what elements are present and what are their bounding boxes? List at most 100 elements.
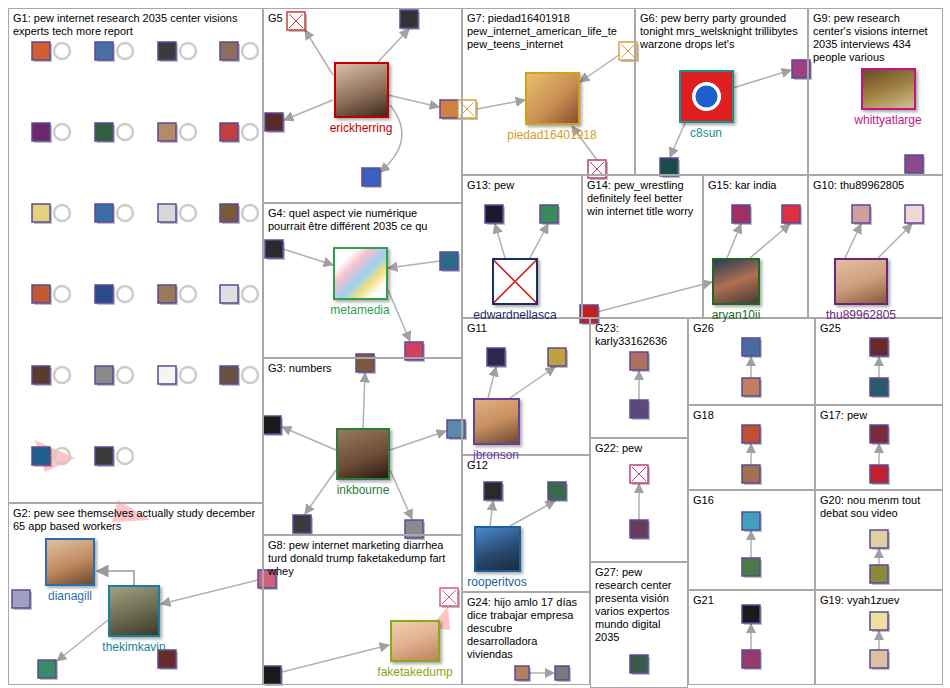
self-loop bbox=[242, 205, 258, 221]
tie-line bbox=[750, 444, 752, 465]
avatar-icon bbox=[32, 42, 50, 60]
avatar-icon bbox=[630, 352, 648, 370]
vertex-node: whittyatlarge bbox=[852, 68, 924, 128]
vertex-image bbox=[679, 70, 734, 123]
group-box: G25 bbox=[815, 318, 943, 405]
avatar-icon bbox=[158, 366, 176, 384]
self-loop bbox=[54, 367, 70, 383]
vertex-node: inkbourne bbox=[334, 428, 392, 498]
avatar-icon bbox=[32, 447, 50, 465]
vertex-node: jbronson bbox=[471, 398, 522, 463]
vertex-image bbox=[108, 585, 160, 637]
avatar-icon bbox=[484, 482, 502, 500]
avatar-icon bbox=[742, 378, 760, 396]
group-box: G7: piedad16401918 pew_internet_american… bbox=[462, 8, 635, 175]
group-box: G27: pew research center presenta visión… bbox=[590, 562, 688, 688]
group-heading: G6: pew berry party grounded tonight mrs… bbox=[640, 12, 803, 51]
group-box: G17: pew bbox=[815, 405, 943, 490]
tie-line bbox=[878, 224, 912, 258]
avatar-icon bbox=[95, 285, 113, 303]
avatar-icon bbox=[400, 10, 418, 28]
tie-line bbox=[597, 282, 712, 312]
avatar-icon bbox=[515, 666, 529, 680]
self-loop bbox=[242, 43, 258, 59]
vertex-label: c8sun bbox=[690, 126, 722, 140]
avatar-icon bbox=[870, 338, 888, 356]
avatar-icon bbox=[540, 205, 558, 223]
group-heading: G25 bbox=[820, 322, 938, 335]
group-heading: G2: pew see themselves actually study de… bbox=[13, 507, 258, 533]
tie-line bbox=[638, 484, 640, 520]
connector bbox=[97, 571, 134, 585]
avatar-icon bbox=[742, 425, 760, 443]
tie-line bbox=[283, 249, 333, 265]
group-heading: G22: pew bbox=[595, 442, 683, 455]
vertex-image bbox=[390, 620, 440, 662]
vertex-node: metamedia bbox=[328, 247, 392, 318]
self-loop bbox=[242, 286, 258, 302]
vertex-node: piedad16401918 bbox=[505, 72, 599, 143]
avatar-icon bbox=[158, 285, 176, 303]
self-loop bbox=[54, 124, 70, 140]
avatar-icon bbox=[870, 612, 888, 630]
avatar-icon bbox=[12, 590, 30, 608]
avatar-icon bbox=[220, 42, 238, 60]
group-box: G26 bbox=[688, 318, 815, 405]
vertex-image bbox=[492, 258, 538, 305]
vertex-label: dianagill bbox=[48, 589, 92, 603]
vertex-label: aryan10ii bbox=[712, 308, 761, 322]
tie-line bbox=[510, 501, 555, 526]
tie-line bbox=[488, 367, 496, 398]
group-heading: G17: pew bbox=[820, 409, 938, 422]
avatar-icon bbox=[742, 465, 760, 483]
avatar-icon bbox=[287, 12, 305, 30]
self-loop bbox=[180, 43, 196, 59]
avatar-icon bbox=[732, 205, 750, 223]
self-loop bbox=[117, 367, 133, 383]
avatar-icon bbox=[870, 465, 888, 483]
tie-line bbox=[529, 672, 554, 674]
group-box: G2: pew see themselves actually study de… bbox=[8, 503, 263, 685]
vertex-node: erickherring bbox=[328, 62, 395, 136]
group-box: G21 bbox=[688, 590, 815, 685]
avatar-icon bbox=[263, 666, 281, 684]
vertex-node: aryan10ii bbox=[710, 258, 763, 323]
group-box: G3: numbers inkbourne bbox=[263, 358, 462, 535]
group-heading: G13: pew bbox=[467, 179, 577, 192]
avatar-icon bbox=[440, 100, 458, 118]
avatar-icon bbox=[38, 660, 56, 678]
vertex-image bbox=[712, 258, 760, 305]
vertex-label: erickherring bbox=[330, 121, 393, 135]
group-heading: G3: numbers bbox=[268, 362, 457, 375]
group-box: G16 bbox=[688, 490, 815, 590]
avatar-icon bbox=[870, 530, 888, 548]
avatar-icon bbox=[158, 204, 176, 222]
avatar-icon bbox=[95, 123, 113, 141]
avatar-icon bbox=[220, 285, 238, 303]
tie-line bbox=[390, 470, 412, 519]
group-box: G11jbronson bbox=[462, 318, 590, 455]
vertex-node: c8sun bbox=[677, 70, 736, 141]
vertex-image bbox=[473, 398, 520, 445]
avatar-icon bbox=[95, 42, 113, 60]
tie-line bbox=[530, 224, 548, 258]
avatar-icon bbox=[905, 205, 923, 223]
avatar-icon bbox=[487, 348, 505, 366]
avatar-icon bbox=[32, 366, 50, 384]
tie-line bbox=[750, 531, 752, 558]
avatar-icon bbox=[905, 155, 923, 173]
avatar-icon bbox=[95, 204, 113, 222]
avatar-icon bbox=[870, 378, 888, 396]
tie-line bbox=[878, 549, 880, 565]
tie-line bbox=[388, 95, 439, 107]
tie-line bbox=[284, 100, 333, 120]
vertex-image bbox=[525, 72, 580, 125]
avatar-icon bbox=[220, 366, 238, 384]
tie-line bbox=[845, 224, 861, 258]
vertex-label: thu89962805 bbox=[826, 308, 896, 322]
self-loop bbox=[117, 124, 133, 140]
avatar-icon bbox=[95, 366, 113, 384]
self-loop bbox=[54, 43, 70, 59]
self-loop bbox=[117, 205, 133, 221]
group-heading: G9: pew research center's visions intern… bbox=[813, 12, 938, 64]
